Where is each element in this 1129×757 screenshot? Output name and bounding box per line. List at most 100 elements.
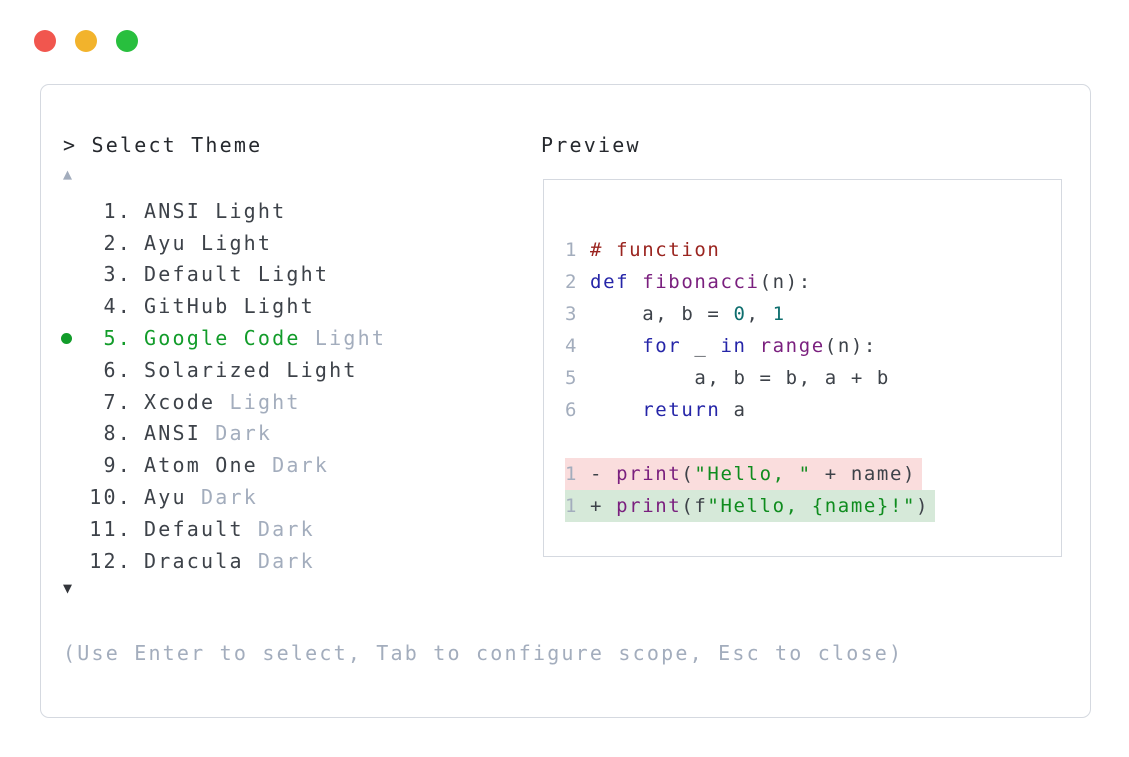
theme-name: Google Code [144,326,301,351]
theme-variant: Dark [243,516,315,541]
theme-number: 9. [103,453,132,478]
theme-variant: Light [300,326,387,351]
theme-variant: Dark [257,453,330,478]
theme-option[interactable]: 1. ANSI Light [59,195,386,227]
code-token: (n): [824,335,877,357]
code-token [590,399,642,421]
theme-option[interactable]: 5. Google Code Light [59,322,386,354]
line-number: 4 [565,335,579,357]
theme-option[interactable]: 9. Atom One Dark [59,449,386,481]
code-token [590,335,642,357]
theme-option[interactable]: 6. Solarized Light [59,354,386,386]
theme-name: GitHub Light [144,294,315,319]
code-token: fibonacci [642,271,760,293]
theme-number: 5. [103,326,132,351]
code-token: return [642,399,721,421]
code-token: in [720,335,747,357]
theme-number: 11. [89,516,132,541]
code-token [747,335,760,357]
theme-name: Ayu Light [144,230,273,255]
theme-number: 10. [89,485,132,510]
line-number: 1 [565,495,579,517]
code-token: ) [916,495,930,517]
theme-number: 2. [103,230,132,255]
theme-name: Default [144,516,244,541]
code-token: "Hello, " [694,463,812,485]
diff-lines: 1- print("Hello, " + name)1+ print(f"Hel… [565,458,1061,522]
code-line: 1 # function [565,234,1061,266]
theme-option[interactable]: 12.Dracula Dark [59,545,386,577]
code-token: 0 [733,303,747,325]
footer-hint: (Use Enter to select, Tab to configure s… [63,641,904,665]
code-token: 1 [772,303,786,325]
code-token: for [642,335,682,357]
scroll-down-icon[interactable]: ▼ [63,579,73,597]
theme-name: Xcode [144,389,216,414]
theme-variant: Dark [200,421,273,446]
code-line: 1+ print(f"Hello, {name}!") [565,490,936,522]
theme-number: 1. [103,198,132,223]
code-token: a, b = b, a + b [590,367,890,389]
theme-number: 8. [103,421,132,446]
theme-option[interactable]: 7.Xcode Light [59,386,386,418]
code-token: a [720,399,747,421]
preview-label: Preview [541,133,641,157]
theme-name: Default Light [144,262,330,287]
close-button[interactable] [34,30,56,52]
code-token: # function [590,239,721,261]
theme-number: 6. [103,357,132,382]
code-token: _ [681,335,721,357]
theme-name: ANSI Light [144,198,287,223]
code-line: 3 a, b = 0, 1 [565,298,1061,330]
code-token: - [590,463,617,485]
code-token [629,271,642,293]
code-token: print [616,495,682,517]
theme-option[interactable]: 4.GitHub Light [59,290,386,322]
code-token: + name) [811,463,917,485]
theme-option[interactable]: 11. Default Dark [59,513,386,545]
theme-name: Atom One [144,453,258,478]
code-line: 5 a, b = b, a + b [565,362,1061,394]
code-token: + [590,495,617,517]
line-number: 2 [565,271,579,293]
window-controls [34,30,138,52]
code-token: (n): [759,271,812,293]
theme-variant: Dark [186,485,258,510]
theme-number: 12. [89,548,132,573]
theme-name: Dracula [144,548,244,573]
line-number: 1 [565,463,579,485]
selected-dot-slot [59,332,89,344]
selected-dot-icon [61,332,72,344]
page-title: > Select Theme [63,133,263,157]
theme-list: 1. ANSI Light 2. Ayu Light 3. Default Light 4.… [59,195,386,577]
theme-name: Ayu [144,485,187,510]
theme-option[interactable]: 8. ANSI Dark [59,418,386,450]
theme-name: Solarized Light [144,357,358,382]
code-line: 2 def fibonacci(n): [565,266,1061,298]
code-token: def [590,271,630,293]
line-number: 1 [565,239,579,261]
code-line: 1- print("Hello, " + name) [565,458,923,490]
theme-option[interactable]: 2. Ayu Light [59,227,386,259]
code-token: print [616,463,682,485]
code-token: "Hello, {name}!" [707,495,917,517]
theme-option[interactable]: 3. Default Light [59,259,386,291]
code-line: 4 for _ in range(n): [565,330,1061,362]
theme-number: 3. [103,262,132,287]
code-token: ( [681,463,695,485]
theme-number: 7. [103,389,132,414]
theme-name: ANSI [144,421,201,446]
zoom-button[interactable] [116,30,138,52]
minimize-button[interactable] [75,30,97,52]
scroll-up-icon[interactable]: ▲ [63,165,73,183]
line-number: 3 [565,303,579,325]
theme-option[interactable]: 10. Ayu Dark [59,481,386,513]
line-number: 6 [565,399,579,421]
code-line: 6 return a [565,394,1061,426]
code-token: a, b = [590,303,734,325]
theme-picker-panel: > Select Theme Preview ▲ 1. ANSI Light 2. A… [40,84,1091,718]
code-token: , [746,303,773,325]
